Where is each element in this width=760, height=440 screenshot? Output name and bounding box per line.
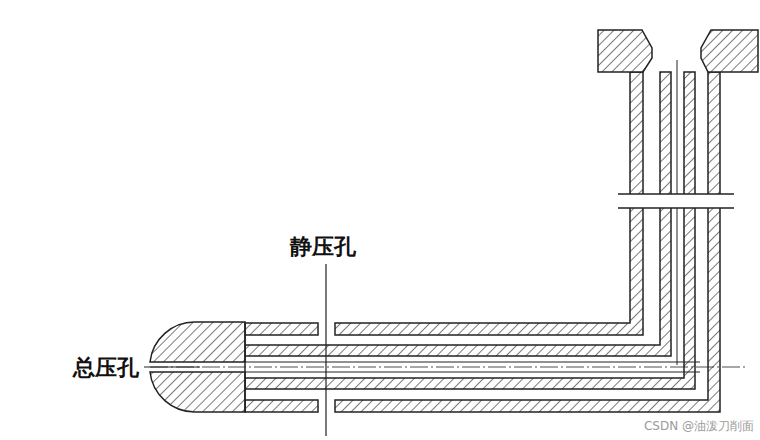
center-line (150, 367, 745, 368)
watermark: CSDN @油泼刀削面 (644, 419, 754, 433)
inner-wall (245, 72, 671, 356)
break-line (618, 193, 734, 195)
leader-line (325, 264, 326, 436)
flange (701, 30, 758, 72)
outer-wall (245, 400, 318, 412)
flange (598, 30, 652, 72)
channel-line (245, 372, 700, 373)
hole-label: 总压孔 (73, 354, 139, 380)
channel-line (245, 362, 700, 363)
hole-label: 静压孔 (290, 233, 356, 259)
leader-line (144, 366, 200, 367)
break-gap (620, 194, 732, 208)
outer-wall (335, 72, 643, 335)
channel-line (677, 60, 678, 365)
nose-head (150, 322, 245, 362)
inner-wall (245, 72, 695, 389)
nose-head (150, 372, 245, 412)
outer-wall (245, 323, 318, 335)
break-line (618, 207, 734, 209)
